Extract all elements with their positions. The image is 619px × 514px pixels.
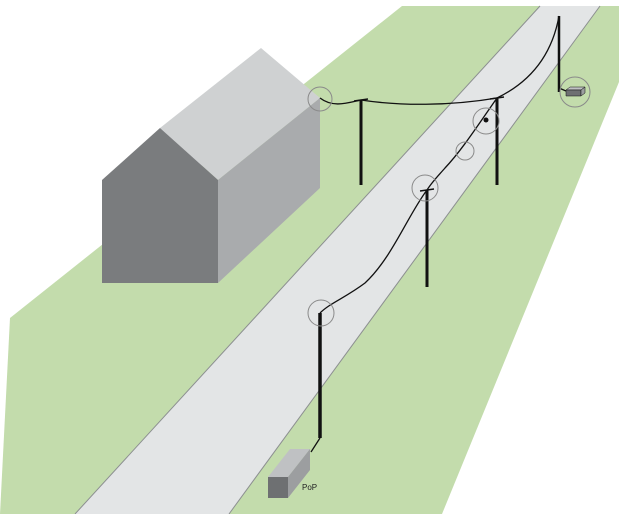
pop-cabinet-front <box>268 477 288 498</box>
house-roof <box>160 48 320 180</box>
road-edge-left <box>74 5 541 514</box>
splice-marker <box>411 174 439 202</box>
pop-cabinet-top <box>268 449 310 477</box>
cable-drop-to-pop <box>310 437 321 453</box>
terminal-front <box>565 89 582 97</box>
road <box>75 6 600 514</box>
cable-span <box>319 189 428 314</box>
splice-points <box>307 76 591 327</box>
house-side-wall <box>218 98 320 283</box>
splice-marker <box>455 141 475 161</box>
cable-span <box>426 97 498 191</box>
splice-marker <box>307 299 335 327</box>
cable-span <box>360 97 498 105</box>
splice-closure <box>483 117 489 123</box>
pop-cabinet <box>268 449 310 498</box>
pop-cabinet-side <box>288 449 310 498</box>
splice-marker <box>559 76 591 108</box>
road-edge-right <box>228 5 601 514</box>
pop-label: PoP <box>302 483 317 492</box>
cable-drop-to-house <box>319 97 362 105</box>
house-front-wall <box>102 128 218 283</box>
house <box>102 48 320 283</box>
splice-marker <box>307 86 333 112</box>
aerial-cable <box>310 15 567 453</box>
splice-marker <box>472 107 500 135</box>
cable-span <box>496 15 560 99</box>
customer-terminal <box>565 86 586 97</box>
terminal-side <box>580 86 586 97</box>
